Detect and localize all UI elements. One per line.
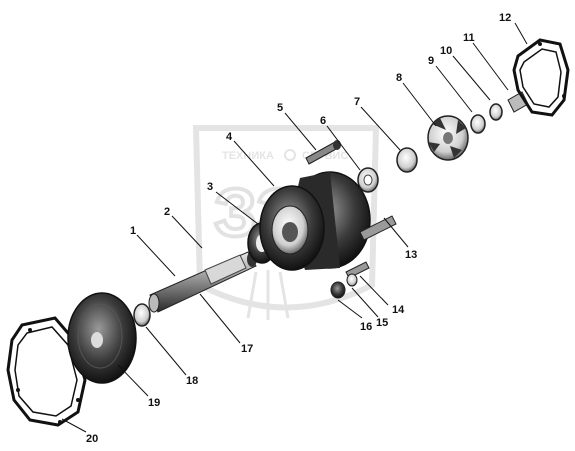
callout-14: 14 (392, 304, 405, 316)
part-16-nut (330, 281, 346, 299)
callout-8: 8 (396, 72, 402, 84)
callout-6: 6 (320, 115, 326, 127)
part-4-housing (259, 171, 371, 271)
leader-10 (452, 55, 491, 101)
part-18-ring (133, 303, 151, 327)
part-9-ring (470, 114, 486, 134)
callout-15: 15 (376, 317, 388, 329)
callout-9: 9 (428, 55, 434, 67)
leader-1 (136, 234, 176, 277)
callout-18: 18 (186, 375, 198, 387)
callout-13: 13 (405, 249, 417, 261)
leader-2 (171, 215, 203, 249)
callout-19: 19 (148, 397, 160, 409)
callout-3: 3 (207, 181, 213, 193)
callout-11: 11 (463, 32, 475, 44)
callout-7: 7 (354, 96, 360, 108)
leader-8 (402, 82, 437, 127)
leader-18 (145, 326, 187, 376)
watermark-wheat-icon (246, 270, 290, 320)
callout-1: 1 (130, 225, 136, 237)
leader-16 (337, 299, 363, 319)
callout-4: 4 (226, 131, 233, 143)
leader-19 (117, 364, 149, 397)
callout-5: 5 (277, 102, 283, 114)
leader-9 (435, 65, 473, 113)
leader-6 (326, 125, 361, 171)
part-5-bolt (305, 140, 341, 165)
part-6-washer (357, 167, 379, 193)
callout-17: 17 (241, 343, 253, 355)
part-10-washer (489, 103, 503, 121)
leader-20 (61, 418, 87, 433)
callout-2: 2 (164, 206, 170, 218)
leader-5 (284, 112, 317, 151)
callout-labels: 1 2 3 4 5 6 7 8 9 10 11 12 13 14 15 16 1… (86, 12, 511, 445)
leader-14 (359, 275, 389, 306)
part-8-impeller (427, 115, 469, 161)
callout-10: 10 (440, 45, 452, 57)
callout-20: 20 (86, 433, 98, 445)
leader-15 (351, 287, 379, 318)
callout-16: 16 (360, 321, 372, 333)
leader-lines (61, 22, 528, 433)
leader-3 (215, 191, 259, 225)
leader-4 (233, 140, 275, 187)
callout-12: 12 (499, 12, 511, 24)
watermark-gear-icon (284, 149, 296, 161)
part-7-ring (396, 147, 418, 173)
leader-13 (383, 217, 409, 248)
leader-12 (514, 22, 528, 45)
part-1-shaft (148, 251, 257, 313)
part-12-gasket (512, 38, 570, 117)
part-19-end-cover (67, 292, 137, 384)
leader-7 (360, 106, 401, 151)
leader-11 (472, 42, 509, 91)
leader-17 (199, 293, 241, 344)
part-15-washer (346, 273, 358, 287)
